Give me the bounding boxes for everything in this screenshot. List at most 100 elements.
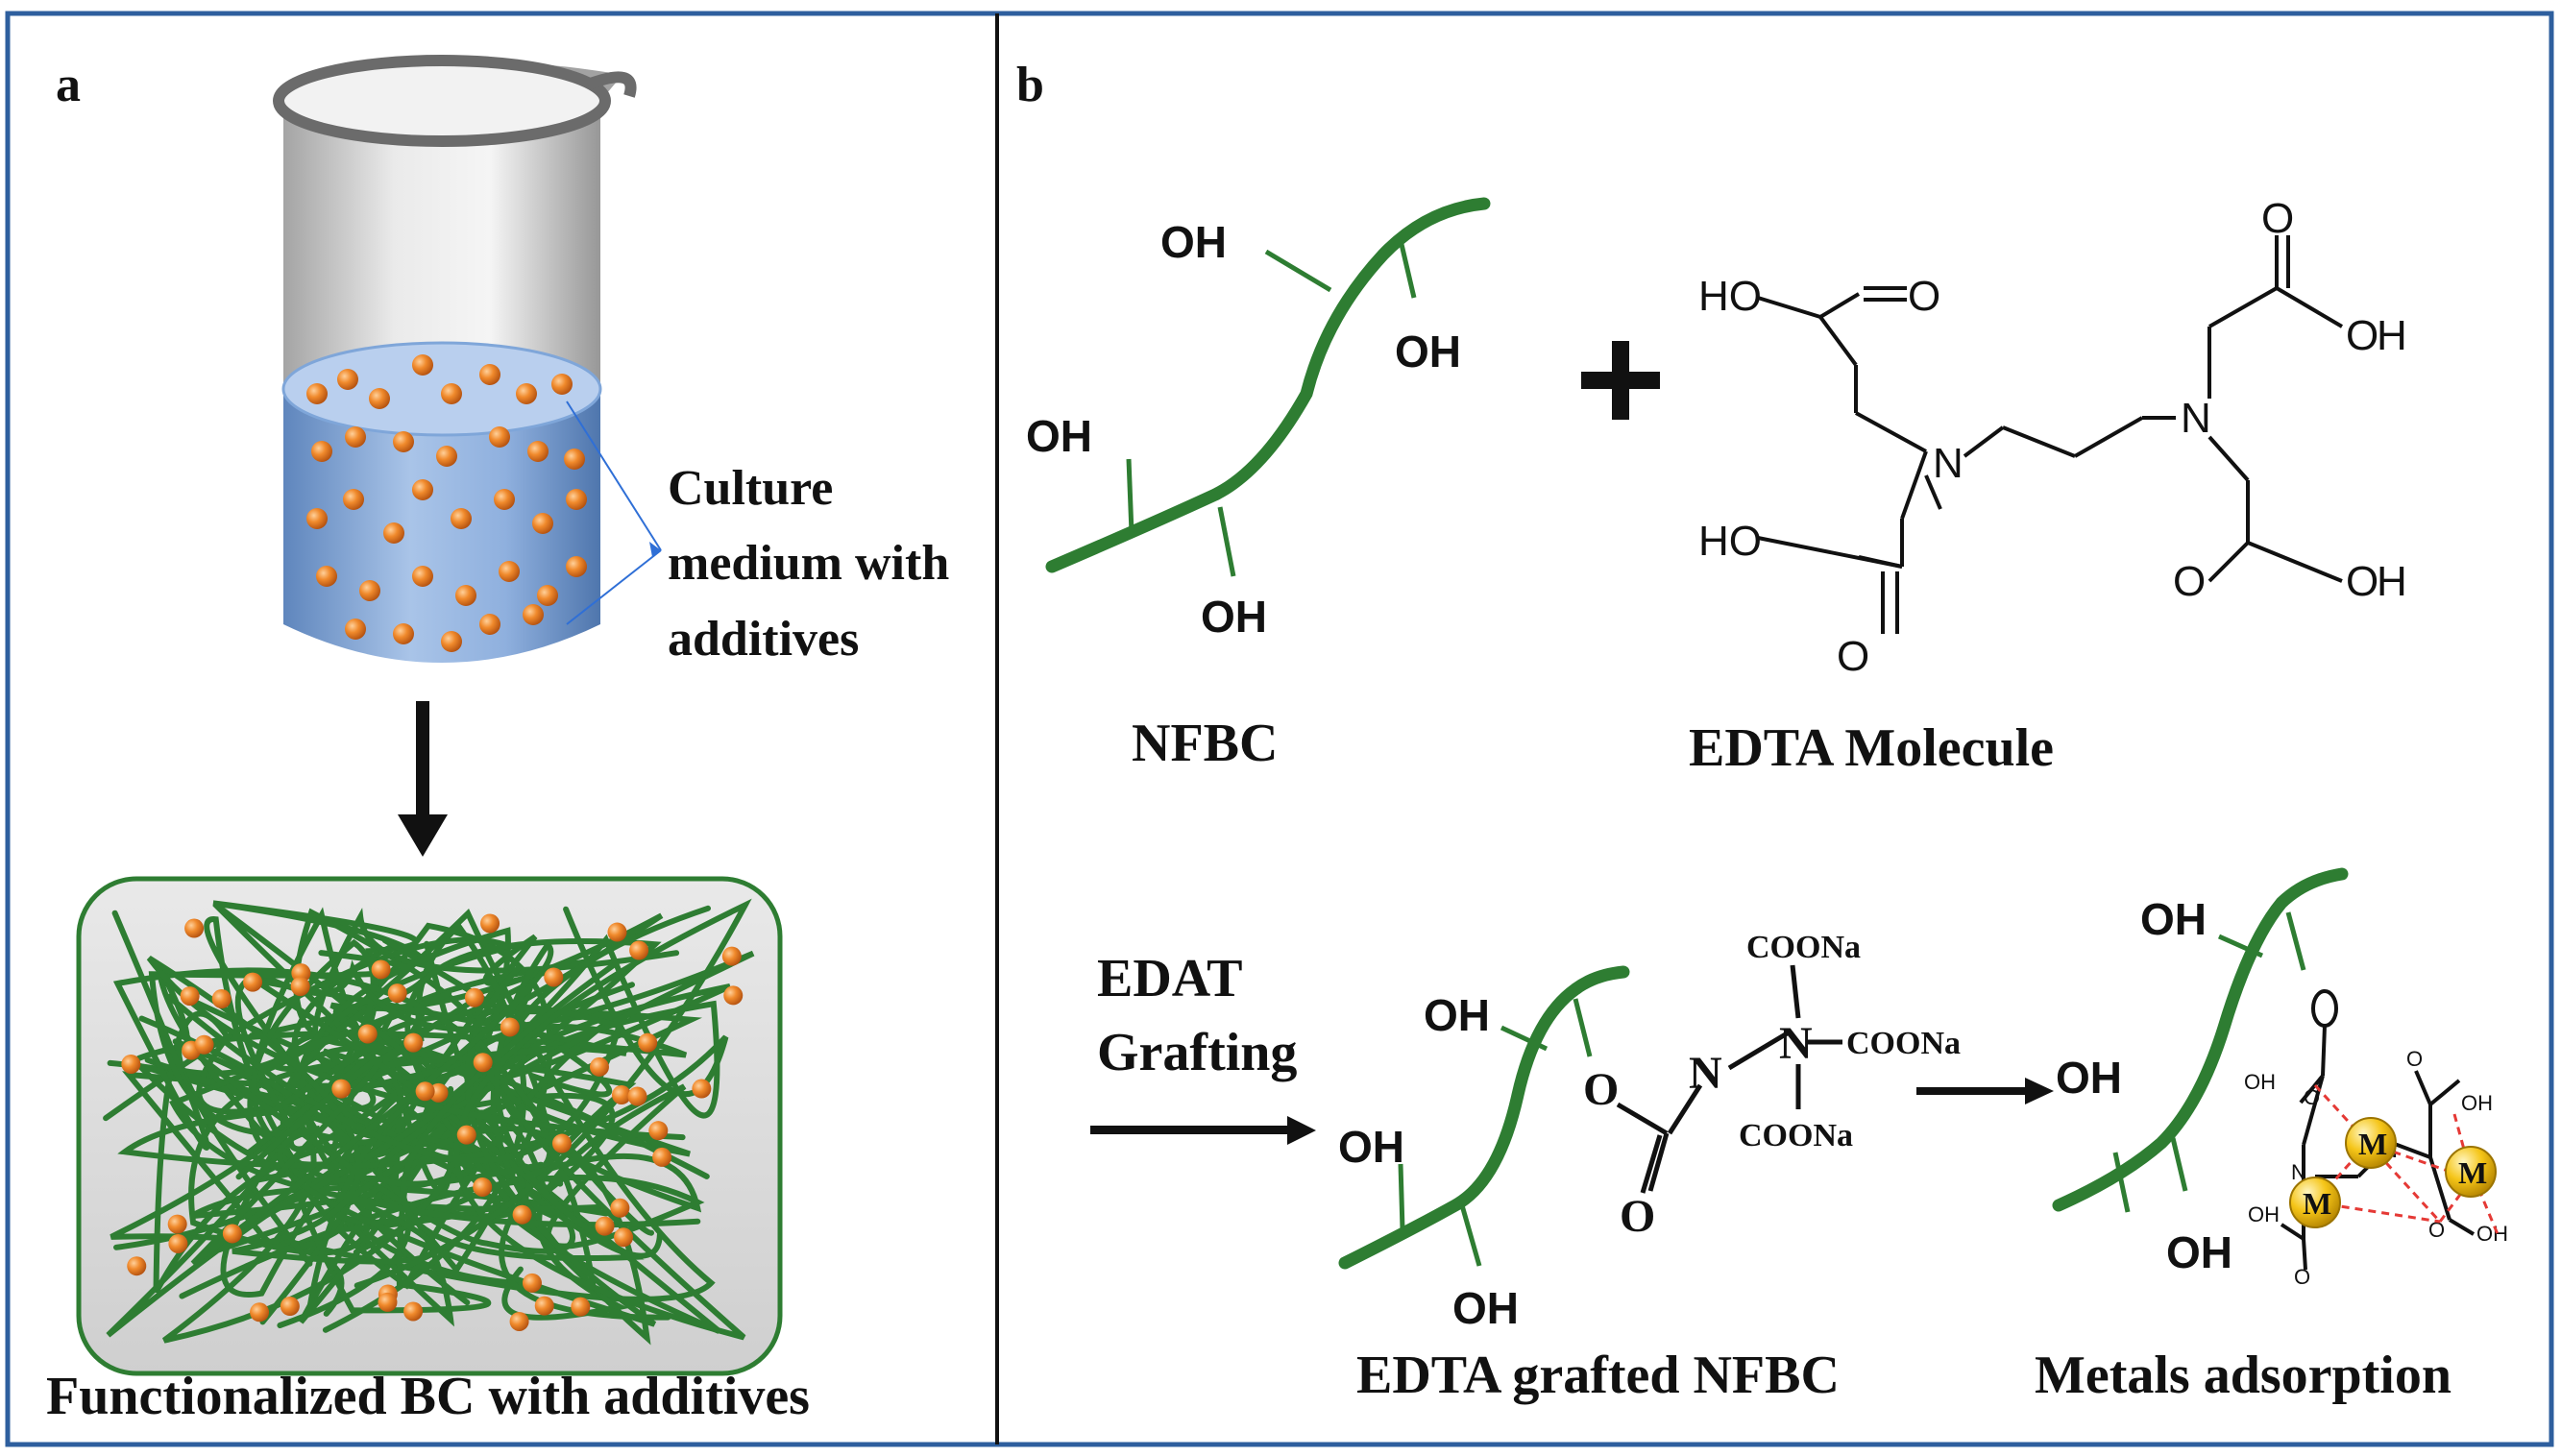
- additive-bead: [211, 989, 232, 1009]
- additive-bead: [345, 426, 366, 448]
- additive-particles: [306, 354, 587, 652]
- additive-bead: [306, 383, 328, 404]
- additive-bead: [473, 1053, 493, 1073]
- svg-text:O: O: [2173, 558, 2206, 605]
- additive-bead: [652, 1147, 672, 1167]
- additive-bead: [383, 522, 404, 544]
- edta-skeleton: [1757, 235, 2344, 634]
- figure-border: [5, 11, 2554, 1447]
- additive-bead: [455, 585, 476, 606]
- additive-bead: [412, 354, 433, 376]
- svg-text:HO: HO: [1698, 273, 1762, 320]
- additive-bead: [614, 1227, 634, 1248]
- additive-bead: [194, 1034, 214, 1055]
- additive-bead: [393, 623, 414, 644]
- additive-bead: [479, 614, 500, 635]
- additive-bead: [357, 1024, 378, 1044]
- svg-text:COONa: COONa: [1846, 1026, 1961, 1061]
- additive-bead: [595, 1216, 615, 1236]
- svg-text:O: O: [2428, 1218, 2445, 1242]
- metal-adsorption-structure: OH OH OH OH: [2052, 867, 2508, 1289]
- svg-text:H: H: [2377, 312, 2407, 359]
- cellulose-fiber: [148, 950, 657, 1327]
- svg-text:OH: OH: [1338, 1122, 1404, 1172]
- additive-bead: [607, 922, 627, 942]
- additive-bead: [168, 1233, 188, 1253]
- additive-bead: [499, 561, 520, 582]
- embedded-additive-particles: [121, 913, 744, 1331]
- additive-bead: [589, 1056, 609, 1077]
- additive-bead: [343, 489, 364, 510]
- additive-bead: [523, 604, 544, 625]
- additive-bead: [441, 383, 462, 404]
- additive-bead: [551, 1133, 572, 1153]
- additive-bead: [629, 940, 649, 960]
- nfbc-fiber-structure: OH OH OH OH: [1026, 197, 1491, 642]
- metal-ion-1: M: [2345, 1117, 2397, 1169]
- svg-text:OH: OH: [1452, 1283, 1519, 1333]
- additive-bead: [500, 1017, 520, 1037]
- additive-bead: [527, 441, 549, 462]
- additive-bead: [516, 383, 537, 404]
- cellulose-fiber: [117, 906, 729, 1170]
- svg-text:COONa: COONa: [1746, 930, 1861, 965]
- additive-bead: [184, 918, 205, 938]
- additive-bead: [566, 489, 587, 510]
- additive-bead: [280, 1297, 300, 1317]
- additive-bead: [290, 977, 310, 997]
- panel-b-letter: b: [1016, 58, 1044, 112]
- additive-bead: [441, 631, 462, 652]
- additive-bead: [180, 986, 200, 1007]
- svg-text:O: O: [2294, 1265, 2310, 1289]
- grafted-caption: EDTA grafted NFBC: [1356, 1346, 1840, 1405]
- additive-bead: [167, 1214, 187, 1234]
- cellulose-fiber: [184, 977, 627, 1314]
- svg-text:O: O: [1620, 1191, 1655, 1242]
- additive-bead: [544, 967, 564, 987]
- additive-bead: [534, 1296, 554, 1316]
- panel-a-caption: Functionalized BC with additives: [46, 1367, 810, 1426]
- additive-bead: [451, 508, 472, 529]
- panel-a: a Culture medium with additives: [46, 55, 962, 1426]
- svg-text:OH: OH: [1160, 217, 1227, 267]
- additive-bead: [121, 1054, 141, 1074]
- additive-bead: [311, 441, 332, 462]
- adsorption-arrow: [1916, 1078, 2054, 1104]
- svg-text:OH: OH: [2476, 1222, 2508, 1246]
- additive-bead: [512, 1204, 532, 1225]
- additive-bead: [378, 1292, 398, 1312]
- svg-text:N: N: [2181, 395, 2211, 442]
- culture-label: Culture medium with additives: [668, 461, 962, 667]
- svg-text:M: M: [2358, 1127, 2387, 1161]
- cellulose-fiber: [190, 940, 645, 1267]
- svg-text:OH: OH: [2140, 894, 2207, 944]
- svg-text:N: N: [1689, 1048, 1722, 1099]
- svg-text:O: O: [1837, 633, 1869, 680]
- svg-text:OH: OH: [1424, 990, 1490, 1040]
- additive-bead: [331, 1079, 352, 1099]
- grafting-arrow: [1090, 1116, 1316, 1145]
- additive-bead: [721, 946, 742, 966]
- svg-text:OH: OH: [1395, 327, 1461, 376]
- down-arrow: [398, 701, 448, 857]
- additive-bead: [456, 1125, 476, 1145]
- svg-text:N: N: [1933, 440, 1963, 487]
- additive-bead: [415, 1081, 435, 1102]
- additive-bead: [648, 1121, 669, 1141]
- edta-caption: EDTA Molecule: [1689, 718, 2054, 778]
- additive-bead: [566, 556, 587, 577]
- svg-text:N: N: [2291, 1160, 2306, 1184]
- svg-text:OH: OH: [2244, 1070, 2276, 1094]
- svg-text:O: O: [2406, 1047, 2423, 1071]
- additive-bead: [723, 985, 744, 1006]
- svg-text:O: O: [2261, 195, 2294, 242]
- additive-bead: [627, 1086, 647, 1106]
- svg-text:OH: OH: [2056, 1053, 2122, 1103]
- panel-b: b OH OH OH OH NFBC HO O N HO O: [1016, 58, 2508, 1405]
- additive-bead: [464, 987, 484, 1007]
- additive-bead: [316, 566, 337, 587]
- grafted-fiber-structure: OH OH OH O O N N COONa COONa COONa: [1338, 930, 1961, 1333]
- grafting-label: EDAT Grafting: [1097, 949, 1297, 1082]
- additive-bead: [243, 972, 263, 992]
- svg-text:OH: OH: [1026, 411, 1092, 461]
